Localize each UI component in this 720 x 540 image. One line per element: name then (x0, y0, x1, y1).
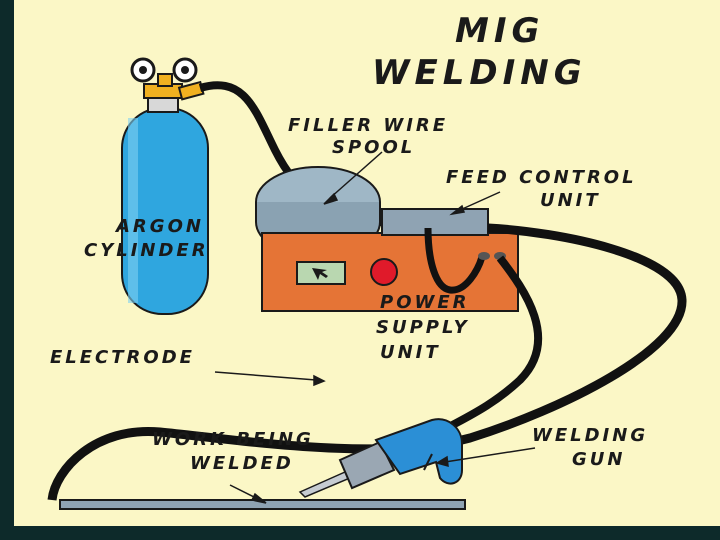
argon-label-2: CYLINDER (84, 240, 209, 261)
filler-wire-label-2: SPOOL (332, 137, 415, 158)
electrode-cable (47, 223, 687, 501)
gun-cable (437, 255, 543, 436)
title-line-1: MIG (455, 11, 544, 51)
argon-cylinder (121, 57, 209, 315)
argon-label-1: ARGON (114, 216, 204, 237)
power-supply-label-2: SUPPLY (376, 317, 470, 338)
meter-pointer-icon (312, 268, 328, 280)
electrode-label: ELECTRODE (50, 347, 195, 368)
feed-control-unit (381, 208, 489, 236)
leader-lines (214, 151, 536, 504)
power-supply-label-3: UNIT (380, 342, 441, 363)
feed-control-label-2: UNIT (540, 190, 601, 211)
title-line-2: WELDING (372, 53, 587, 93)
red-knob-icon (370, 258, 398, 286)
work-label-1: WORK BEING (152, 429, 314, 450)
gun-label-2: GUN (572, 449, 625, 470)
power-cable-loop (424, 227, 486, 294)
power-supply-label-1: POWER (380, 292, 470, 313)
gun-label-1: WELDING (532, 425, 648, 446)
filler-wire-label-1: FILLER WIRE (288, 115, 448, 136)
feed-control-label-1: FEED CONTROL (446, 167, 637, 188)
work-label-2: WELDED (190, 453, 294, 474)
welding-gun (298, 418, 463, 498)
